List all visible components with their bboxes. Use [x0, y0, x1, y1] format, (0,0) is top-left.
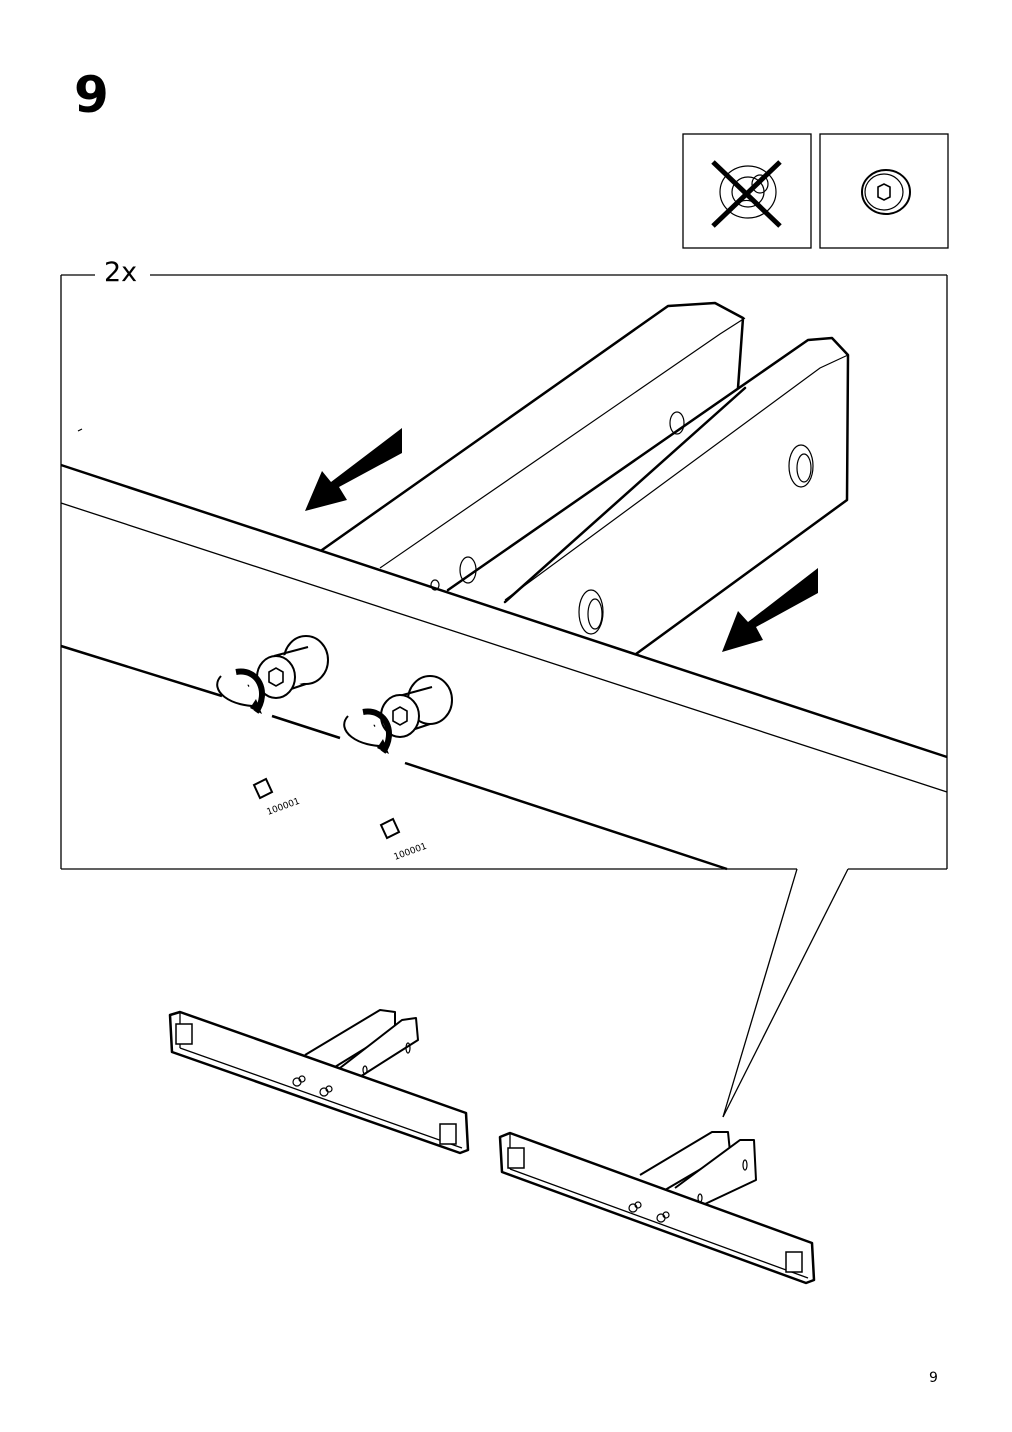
tool-label: 100001 — [266, 797, 302, 818]
quantity-label: 2x — [100, 258, 142, 288]
allen-key-icon — [338, 708, 422, 840]
tool-label: 100001 — [393, 842, 429, 863]
incorrect-bolt-panel — [682, 133, 812, 249]
bed-end-assembly — [168, 1009, 470, 1155]
rail-front — [446, 336, 850, 656]
correct-bolt-icon — [861, 169, 911, 215]
incorrect-bolt-icon — [719, 165, 777, 219]
allen-key-icon — [211, 668, 295, 800]
correct-bolt-panel — [819, 133, 949, 249]
crossbar — [60, 428, 948, 871]
bolt-icon — [380, 675, 453, 738]
page-number: 9 — [929, 1370, 938, 1386]
arrow-left-icon — [305, 428, 402, 511]
cross-mark-icon — [711, 160, 782, 228]
arrow-left-icon — [722, 568, 818, 652]
rail-back — [320, 301, 747, 604]
bolt-icon — [256, 635, 329, 699]
bed-end-assembly — [498, 1131, 816, 1285]
step-number: 9 — [74, 66, 109, 124]
detail-frame — [60, 274, 948, 1118]
